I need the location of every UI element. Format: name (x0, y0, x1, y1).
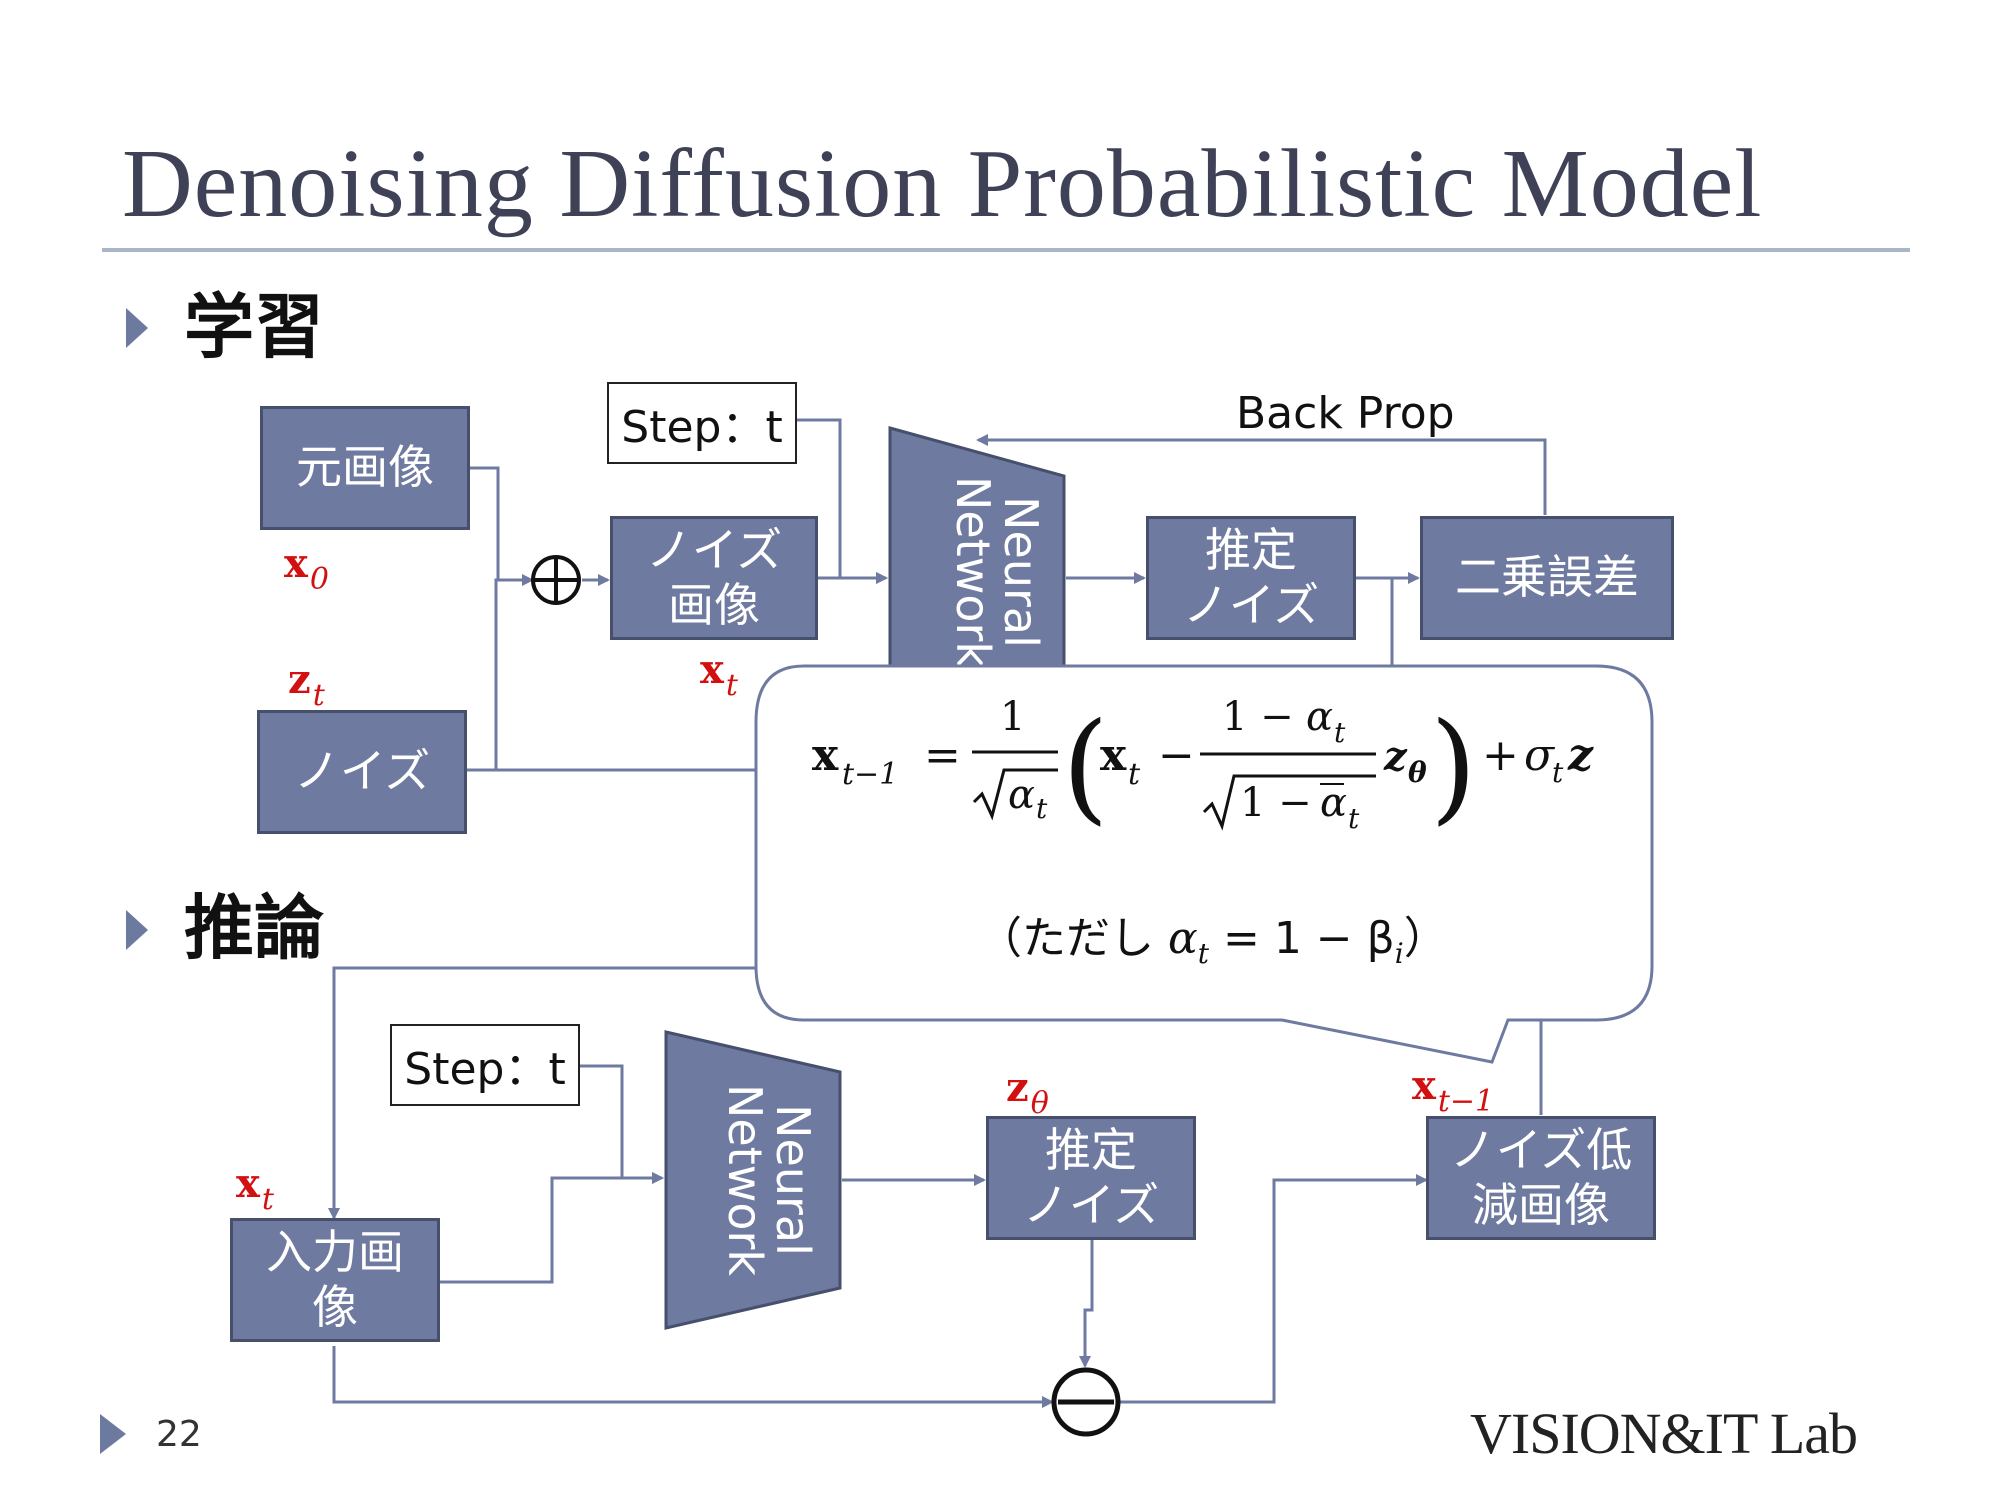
svg-text:α: α (1320, 780, 1347, 826)
svg-text:t: t (1348, 802, 1360, 835)
svg-text:z: z (1567, 730, 1594, 781)
equation-lhs: x (812, 730, 839, 781)
subtract-operator-icon (1051, 1367, 1121, 1437)
equation-note: （ただし αt = 1 − βi） (978, 913, 1448, 970)
svg-text:x: x (1100, 730, 1127, 781)
svg-text:1 −: 1 − (1240, 780, 1312, 826)
svg-text:+: + (1482, 730, 1519, 781)
var-xt-training: xt (700, 646, 738, 703)
noisy-image-box: ノイズ 画像 (610, 516, 818, 640)
squared-error-box: 二乗誤差 (1420, 516, 1674, 640)
var-zt: zt (288, 656, 325, 713)
section-inference: 推論 (184, 887, 324, 969)
svg-text:t: t (1128, 757, 1141, 792)
svg-text:σ: σ (1524, 730, 1556, 781)
svg-text:): ) (1430, 698, 1477, 837)
svg-text:1: 1 (1000, 694, 1025, 740)
training-step-box: Step：t (607, 382, 797, 464)
lab-logo: VISION&IT Lab (1470, 1401, 1858, 1466)
add-operator-icon (531, 555, 581, 605)
training-estimated-noise-box: 推定 ノイズ (1146, 516, 1356, 640)
svg-text:(: ( (1062, 698, 1109, 837)
svg-text:1 −: 1 − (1222, 694, 1294, 740)
page-number: 22 (156, 1414, 202, 1455)
var-xt-inference: xt (236, 1160, 274, 1217)
inference-neural-network-shape (664, 1030, 842, 1330)
svg-text:−: − (1158, 730, 1195, 781)
bullet-triangle-icon (126, 910, 148, 950)
inference-step-box: Step：t (390, 1024, 580, 1106)
back-prop-label: Back Prop (1236, 388, 1455, 439)
var-x0: x0 (284, 540, 329, 597)
bullet-triangle-icon (126, 308, 148, 348)
section-training: 学習 (184, 286, 324, 368)
page-marker-icon (100, 1414, 126, 1454)
svg-text:θ: θ (1408, 756, 1427, 789)
svg-text:z: z (1383, 733, 1408, 780)
var-ztheta: zθ (1006, 1064, 1049, 1121)
svg-text:α: α (1008, 772, 1035, 818)
svg-text:=: = (924, 730, 961, 781)
denoised-image-box: ノイズ低 減画像 (1426, 1116, 1656, 1240)
page-title: Denoising Diffusion Probabilistic Model (122, 130, 1763, 238)
svg-text:t: t (1334, 716, 1346, 749)
svg-text:t: t (1552, 756, 1564, 789)
update-equation: x t−1 = 1 α t ( x t − 1 − α t 1 − α t z … (812, 694, 1594, 837)
noise-box: ノイズ (257, 710, 467, 834)
var-xt-minus-1: xt−1 (1412, 1062, 1495, 1119)
inference-estimated-noise-box: 推定 ノイズ (986, 1116, 1196, 1240)
original-image-box: 元画像 (260, 406, 470, 530)
input-image-box: 入力画 像 (230, 1218, 440, 1342)
svg-text:α: α (1306, 694, 1333, 740)
title-divider (102, 248, 1910, 252)
svg-text:t: t (1036, 792, 1048, 825)
equation-lhs-sub: t−1 (842, 757, 898, 792)
